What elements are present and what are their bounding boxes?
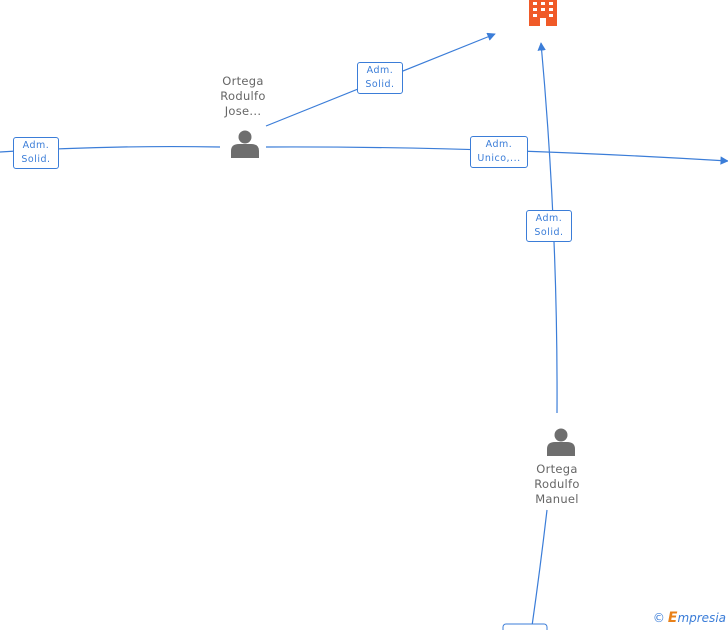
company-building-icon[interactable] xyxy=(529,0,557,26)
copyright-symbol: © xyxy=(652,611,665,625)
edge-label-jose-right[interactable]: Adm. Unico,... xyxy=(470,136,528,168)
node-label-line: Rodulfo xyxy=(534,477,580,491)
person-icon-jose[interactable] xyxy=(231,130,259,159)
edge-label-left-solid[interactable]: Adm. Solid. xyxy=(13,137,59,169)
edge-label-line: Unico,... xyxy=(477,153,521,164)
edge-label-line: Solid. xyxy=(365,79,395,90)
edge-label-line: Adm. xyxy=(366,65,394,76)
node-label-line: Ortega xyxy=(536,462,578,476)
edge-label-line: Adm. xyxy=(22,140,50,151)
edge-label-line: Solid. xyxy=(21,154,51,165)
node-label-manuel: Ortega Rodulfo Manuel xyxy=(517,462,597,507)
edge-manuel-to-bottom xyxy=(531,509,548,627)
edge-label-line: Adm. xyxy=(485,139,513,150)
person-icon-manuel[interactable] xyxy=(547,428,575,457)
brand-initial: E xyxy=(667,610,678,626)
node-label-jose: Ortega Rodulfo Jose... xyxy=(203,74,283,119)
partial-node-box[interactable] xyxy=(502,623,548,630)
node-label-line: Rodulfo xyxy=(220,89,266,103)
edge-label-jose-company[interactable]: Adm. Solid. xyxy=(357,62,403,94)
node-label-line: Manuel xyxy=(535,492,579,506)
edge-label-manuel-company[interactable]: Adm. Solid. xyxy=(526,210,572,242)
brand-name: mpresia xyxy=(677,611,726,625)
node-label-line: Ortega xyxy=(222,74,264,88)
empresia-watermark: ©Empresia xyxy=(653,610,726,626)
node-label-line: Jose... xyxy=(224,104,262,118)
edge-label-line: Solid. xyxy=(534,227,564,238)
edge-label-line: Adm. xyxy=(535,213,563,224)
